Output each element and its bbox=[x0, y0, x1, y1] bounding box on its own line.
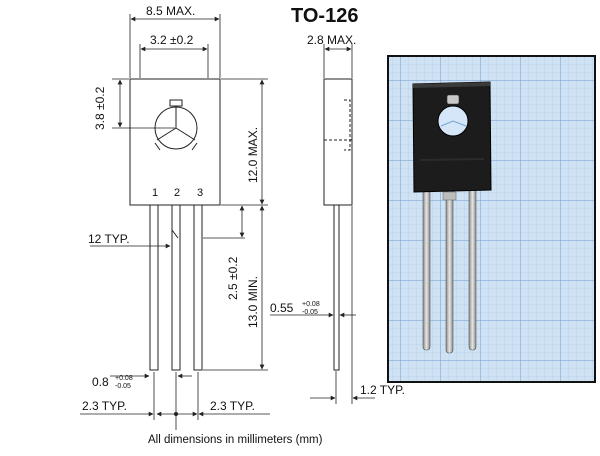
dim-hole-spacing-label: 3.2 ±0.2 bbox=[150, 33, 194, 47]
side-view bbox=[323, 78, 353, 371]
dim-pin-pitch bbox=[80, 372, 270, 430]
lead-side bbox=[333, 204, 340, 371]
dim-thickness bbox=[323, 44, 353, 78]
pin-2-label: 2 bbox=[174, 187, 180, 199]
units-note: All dimensions in millimeters (mm) bbox=[148, 434, 323, 446]
pitch-center-dot bbox=[174, 412, 178, 416]
dim-lead-thickness-tol-minus: -0.05 bbox=[302, 309, 318, 316]
dim-lead-thickness-label: 0.55 bbox=[270, 301, 294, 315]
dim-hole-height-label: 3.8 ±0.2 bbox=[93, 86, 107, 130]
photo-lead-2 bbox=[445, 187, 454, 354]
dim-body-height bbox=[221, 78, 268, 206]
dim-pin-pitch-left-label: 2.3 TYP. bbox=[82, 399, 127, 413]
dim-lead-offset-label: 1.2 TYP. bbox=[360, 383, 405, 397]
dim-hole-height bbox=[112, 78, 175, 129]
pin-3-label: 3 bbox=[197, 187, 203, 199]
dim-lead-width-tol-minus: -0.05 bbox=[115, 383, 131, 390]
dim-lead-length-label: 13.0 MIN. bbox=[246, 276, 260, 328]
hole-notch bbox=[169, 99, 183, 107]
lead-2 bbox=[171, 204, 181, 371]
package-body-side bbox=[323, 78, 353, 206]
photo-lead-1 bbox=[422, 187, 431, 351]
dim-hole-spacing bbox=[139, 44, 209, 78]
dim-body-width-label: 8.5 MAX. bbox=[146, 4, 195, 18]
dim-body-width bbox=[129, 14, 221, 78]
photo-package-body bbox=[412, 81, 492, 193]
dim-lead-angle-label: 12 TYP. bbox=[88, 232, 130, 246]
dim-pitch-label: 2.5 ±0.2 bbox=[226, 256, 240, 300]
lead-1 bbox=[149, 204, 159, 371]
pin-1-label: 1 bbox=[152, 187, 158, 199]
dim-lead-length bbox=[203, 205, 268, 371]
lead-3 bbox=[193, 204, 203, 371]
dim-lead-width-label: 0.8 bbox=[92, 375, 109, 389]
dim-lead-width-tol-plus: +0.08 bbox=[115, 375, 133, 382]
photo-tab-notch bbox=[446, 94, 460, 105]
dim-pin-pitch-right-label: 2.3 TYP. bbox=[210, 399, 255, 413]
front-view bbox=[129, 78, 221, 371]
dim-lead-thickness-tol-plus: +0.08 bbox=[302, 301, 320, 308]
dim-thickness-label: 2.8 MAX. bbox=[307, 33, 356, 47]
component-photo bbox=[387, 55, 596, 383]
dim-body-height-label: 12.0 MAX. bbox=[246, 127, 260, 183]
photo-lead-3 bbox=[468, 187, 477, 351]
dim-lead-offset bbox=[310, 206, 375, 404]
package-title: TO-126 bbox=[291, 5, 358, 27]
dim-pitch bbox=[203, 205, 245, 239]
